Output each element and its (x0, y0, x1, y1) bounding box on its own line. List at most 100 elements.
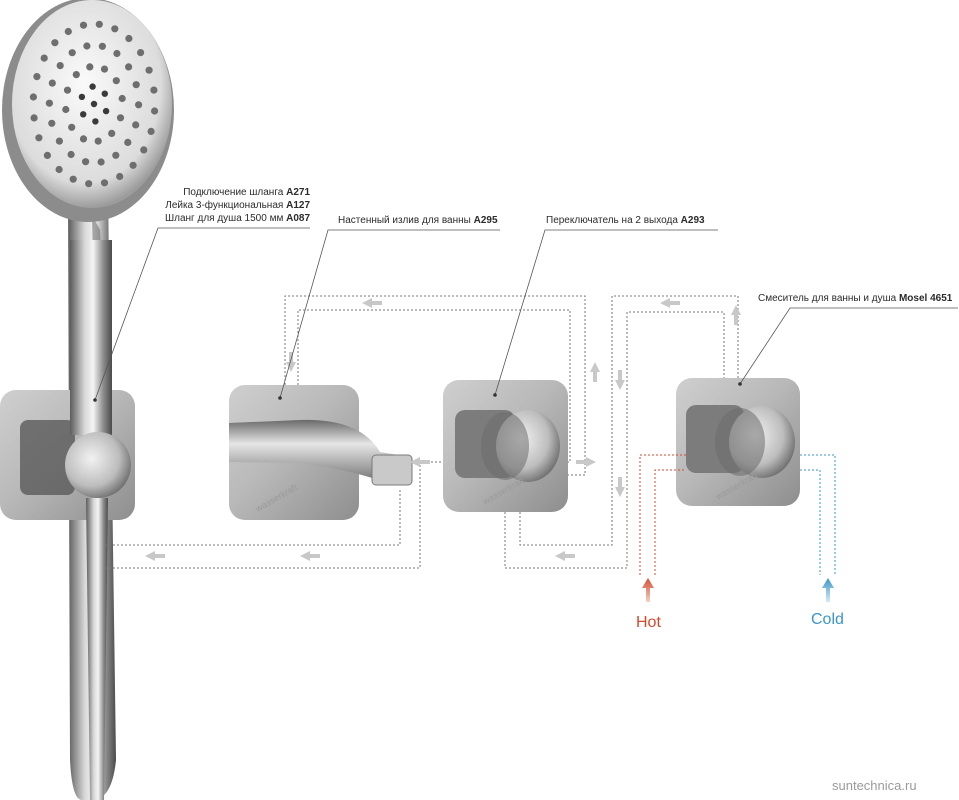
nozzle (69, 175, 77, 183)
nozzle (125, 34, 133, 43)
cold-inlet-arrow-icon (822, 578, 834, 602)
hose-group-label: Подключение шланга A271 Лейка 3-функцион… (140, 186, 310, 225)
pipe-routing (105, 295, 739, 569)
nozzle (72, 71, 80, 79)
nozzle (29, 93, 37, 101)
shower-nozzles (29, 20, 159, 188)
nozzle (89, 83, 96, 90)
arrow-up-icon (731, 305, 741, 325)
nozzle (94, 137, 102, 145)
nozzle (111, 25, 119, 33)
nozzle (113, 49, 121, 58)
arrow-left-icon (660, 298, 680, 308)
switch-label: Переключатель на 2 выхода A293 (546, 215, 705, 226)
hose-connection-plate (0, 240, 135, 800)
nozzle (145, 66, 153, 74)
nozzle (43, 151, 52, 159)
nozzle (132, 81, 140, 89)
nozzle (64, 27, 72, 36)
nozzle (125, 63, 133, 71)
nozzle (112, 151, 120, 159)
nozzle (135, 101, 143, 109)
nozzle (78, 93, 86, 101)
nozzle (100, 65, 109, 73)
arrow-left-icon (362, 298, 382, 308)
nozzle (116, 114, 125, 122)
hose-connection-label: Подключение шланга A271 (183, 187, 310, 198)
nozzle (132, 121, 140, 129)
arrow-left-icon (410, 457, 430, 467)
arrow-left-icon (300, 551, 320, 561)
nozzle (55, 165, 63, 174)
nozzle (124, 138, 132, 146)
bath-shower-mixer: wasserkraft (676, 378, 800, 506)
watermark: suntechnica.ru (832, 778, 917, 793)
leader-lines (94, 227, 958, 401)
arrow-left-icon (555, 551, 575, 561)
nozzle (100, 179, 109, 187)
shower-head-label: Лейка 3-функциональная A127 (165, 200, 310, 211)
hot-water-label: Hot (636, 614, 661, 631)
nozzle (67, 150, 75, 159)
shower-hose-label: Шланг для душа 1500 мм A087 (164, 213, 310, 224)
nozzle (98, 42, 106, 50)
nozzle (92, 118, 99, 125)
arrow-up-icon (590, 362, 600, 382)
two-way-switch: wasserkraft (443, 380, 568, 512)
bath-spout: wasserkraft (229, 385, 413, 520)
leader-mixer (739, 307, 958, 385)
nozzle (48, 119, 56, 127)
cold-water-label: Cold (811, 611, 844, 628)
nozzle (147, 127, 155, 135)
nozzle (95, 20, 103, 28)
nozzle (112, 77, 120, 85)
pipe-switch-to-spout-outer (284, 295, 586, 476)
nozzle (48, 79, 56, 87)
arrow-down-icon (615, 370, 625, 390)
nozzle (97, 158, 105, 166)
cold-supply-line (800, 454, 836, 575)
nozzle (129, 161, 137, 169)
mixer-label: Смеситель для ванны и душа Mosel 4651 (758, 293, 953, 304)
nozzle (102, 107, 110, 115)
nozzle (55, 137, 64, 145)
pipe-mixer-to-switch-outer (504, 311, 725, 569)
nozzle (85, 180, 93, 188)
leader-spout (279, 229, 500, 399)
arrow-left-icon (145, 551, 165, 561)
nozzle (63, 86, 72, 94)
nozzle (150, 86, 158, 94)
nozzle (137, 49, 145, 57)
leader-dots (93, 382, 742, 402)
nozzle (35, 134, 43, 142)
nozzle (62, 105, 70, 114)
nozzle (79, 21, 88, 29)
arrow-down-icon (615, 477, 625, 497)
nozzle (51, 39, 59, 47)
nozzle (116, 172, 124, 181)
nozzle (68, 123, 76, 131)
nozzle (90, 100, 98, 108)
leader-hose-group (94, 227, 310, 401)
nozzle (40, 54, 48, 62)
nozzle (101, 90, 109, 97)
nozzle (140, 146, 148, 154)
leader-switch (494, 229, 718, 396)
nozzle (30, 114, 38, 122)
hot-supply-line (639, 454, 686, 575)
nozzle (83, 42, 91, 50)
spout-label: Настенный излив для ванны A295 (338, 215, 498, 226)
arrow-right-icon (576, 457, 596, 467)
nozzle (68, 49, 76, 57)
flow-arrows (145, 298, 741, 561)
nozzle (80, 111, 87, 118)
nozzle (79, 135, 88, 143)
hot-inlet-arrow-icon (642, 578, 654, 602)
nozzle (45, 99, 54, 107)
nozzle (118, 94, 126, 103)
nozzle (108, 129, 116, 137)
nozzle (82, 158, 90, 166)
nozzle (86, 63, 94, 71)
nozzle (151, 107, 159, 115)
